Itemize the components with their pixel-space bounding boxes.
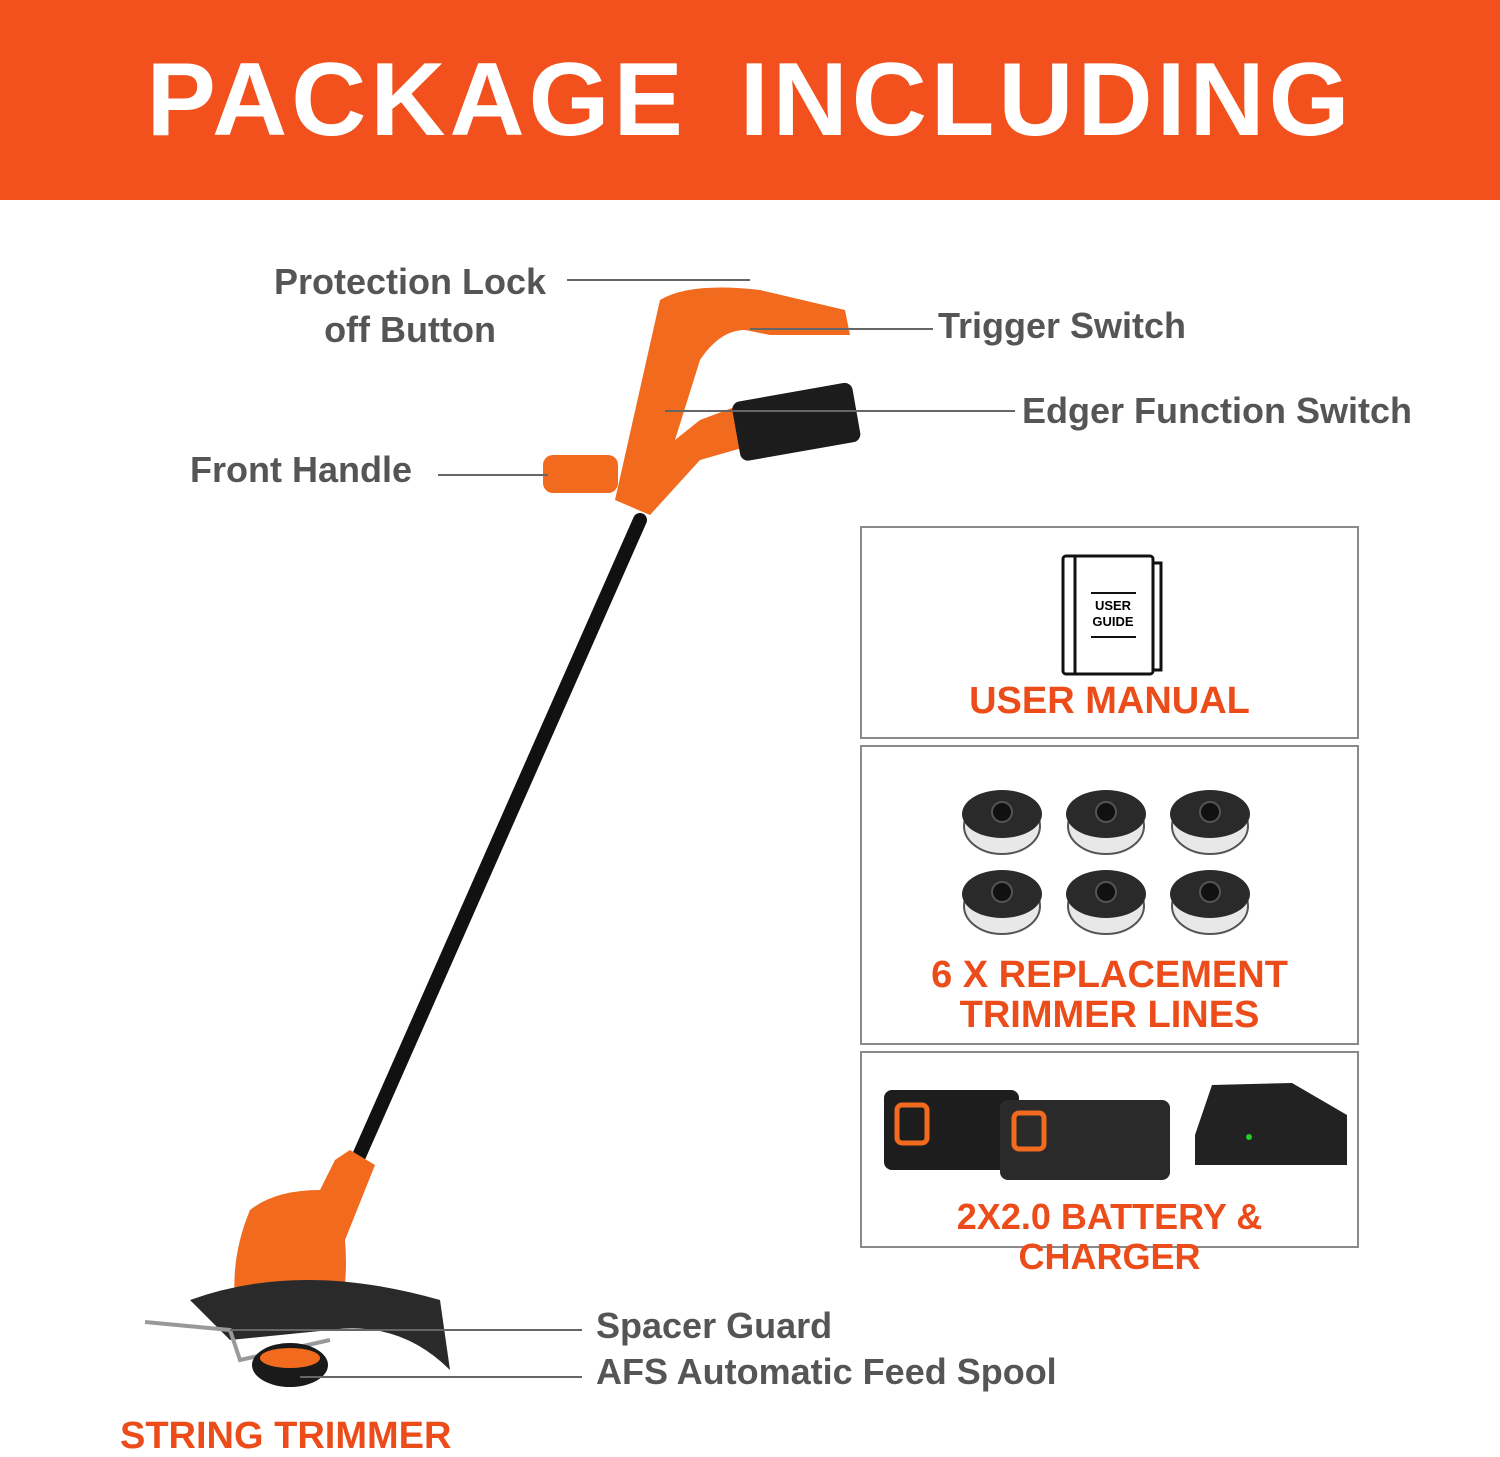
- trimmer-spool-icon: [1066, 790, 1146, 855]
- label-trigger-switch: Trigger Switch: [938, 305, 1187, 346]
- battery-icon: [1000, 1100, 1170, 1180]
- label-protection-lock: Protection Lock off Button: [274, 258, 546, 354]
- trimmer-spool-icon: [1170, 870, 1250, 935]
- item-title: 2X2.0 BATTERY & CHARGER: [956, 1196, 1263, 1277]
- page-title: PACKAGE INCLUDING: [146, 41, 1354, 158]
- label-line: Protection Lock: [274, 261, 547, 302]
- book-text-line: GUIDE: [1092, 614, 1134, 629]
- trimmer-spool-icon: [1170, 790, 1250, 855]
- leader-line: [438, 474, 548, 476]
- trimmer-spool-icon: [962, 870, 1042, 935]
- rear-handle: [615, 287, 850, 515]
- charger-icon: [1195, 1083, 1347, 1165]
- leader-line: [230, 1329, 582, 1331]
- battery-charger-image: [884, 1083, 1347, 1180]
- trimmer-pole: [348, 513, 647, 1172]
- front-handle: [543, 455, 618, 493]
- book-text-line: USER: [1094, 598, 1132, 613]
- title-line: 6 X REPLACEMENT: [931, 954, 1288, 996]
- battery-pack: [732, 382, 861, 461]
- leader-line: [567, 279, 750, 281]
- item-title: USER MANUAL: [969, 680, 1250, 722]
- trimmer-spool-icon: [962, 790, 1042, 855]
- label-line: off Button: [324, 309, 496, 350]
- label-front-handle: Front Handle: [190, 449, 412, 490]
- item-user-manual: USER GUIDE USER MANUAL: [860, 526, 1359, 739]
- header-banner: PACKAGE INCLUDING: [0, 0, 1500, 200]
- item-battery-charger: 2X2.0 BATTERY & CHARGER: [860, 1051, 1359, 1277]
- battery-icon: [884, 1090, 1019, 1170]
- label-string-trimmer: STRING TRIMMER: [120, 1415, 452, 1457]
- label-afs-spool: AFS Automatic Feed Spool: [596, 1351, 1057, 1392]
- title-line: TRIMMER LINES: [959, 994, 1260, 1036]
- leader-line: [300, 1376, 582, 1378]
- label-edger-switch: Edger Function Switch: [1022, 390, 1413, 431]
- label-spacer-guard: Spacer Guard: [596, 1305, 833, 1346]
- guard: [190, 1280, 450, 1370]
- user-guide-book-icon: [1061, 554, 1163, 676]
- trimmer-spools-image: [962, 790, 1250, 935]
- item-trimmer-lines: 6 X REPLACEMENT TRIMMER LINES: [860, 745, 1359, 1045]
- leader-line: [665, 410, 1015, 412]
- book-text: USER GUIDE: [1088, 598, 1138, 630]
- item-title: 6 X REPLACEMENT TRIMMER LINES: [862, 955, 1357, 1035]
- leader-line: [750, 328, 933, 330]
- trimmer-spool-icon: [1066, 870, 1146, 935]
